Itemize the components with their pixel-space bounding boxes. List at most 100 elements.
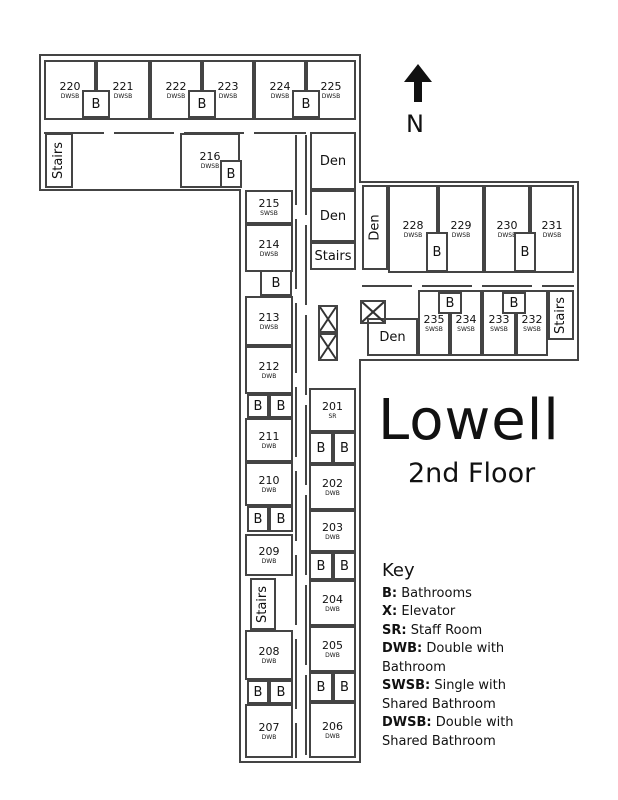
north-indicator: N: [398, 62, 438, 142]
room-number: 225: [320, 79, 342, 93]
room-number: 224: [269, 79, 291, 93]
room-type: DWSB: [113, 92, 133, 100]
room-type: DWB: [325, 651, 340, 659]
room-type: DWSB: [200, 163, 220, 170]
bathroom: B: [333, 552, 356, 580]
room-type: DWB: [261, 733, 277, 741]
room-type: SWSB: [490, 325, 508, 333]
bathroom-label: B: [253, 398, 263, 414]
stairs: Stairs: [45, 133, 73, 188]
room-type: SWSB: [523, 325, 541, 333]
elevator-icon: [360, 300, 386, 324]
legend-entry: SWSB: Single with Shared Bathroom: [382, 677, 532, 714]
bathroom: B: [269, 506, 293, 532]
room-number: 209: [258, 544, 280, 558]
legend-entry: DWB: Double with Bathroom: [382, 640, 532, 677]
room-number: 214: [258, 237, 280, 251]
bathroom-label: B: [316, 679, 326, 695]
room-type: DWB: [261, 557, 277, 565]
bathroom-label: B: [226, 166, 236, 182]
room-number: 231: [541, 218, 563, 232]
room-number: 232: [521, 312, 543, 326]
den-label: Den: [319, 208, 347, 224]
room-number: 207: [258, 720, 280, 734]
room-type: SR: [328, 412, 337, 420]
bathroom-label: B: [340, 679, 349, 695]
den: Den: [362, 185, 388, 270]
stairs: Stairs: [250, 578, 276, 630]
bathroom: B: [292, 90, 320, 118]
den: Den: [310, 190, 356, 242]
room-type: DWB: [261, 372, 277, 380]
elevator-icon: [318, 305, 338, 333]
room-number: 223: [217, 79, 239, 93]
bathroom: B: [269, 394, 293, 418]
room-type: DWSB: [321, 92, 341, 100]
bathroom: B: [82, 90, 110, 118]
bathroom-label: B: [276, 511, 286, 527]
bathroom: B: [247, 394, 269, 418]
bathroom: B: [333, 672, 356, 702]
legend-text: Elevator: [401, 604, 456, 619]
bathroom: B: [309, 432, 333, 464]
room-type: DWB: [325, 732, 340, 740]
stairs-label: Stairs: [553, 296, 569, 334]
legend-text: Staff Room: [410, 622, 483, 638]
bathroom-label: B: [340, 558, 349, 574]
bathroom-label: B: [520, 244, 530, 260]
bathroom-label: B: [253, 511, 263, 527]
room-number: 206: [322, 719, 343, 733]
den-label: Den: [367, 214, 383, 241]
legend-code: SR:: [382, 622, 407, 638]
room-type: SWSB: [457, 325, 475, 333]
bathroom-label: B: [301, 96, 311, 112]
room-number: 203: [322, 520, 343, 534]
bathroom-label: B: [509, 295, 519, 311]
legend-heading: Key: [382, 560, 415, 581]
floor-subtitle: 2nd Floor: [408, 458, 536, 489]
bathroom: B: [514, 232, 536, 272]
bathroom: B: [247, 680, 269, 704]
building-title: Lowell: [378, 388, 560, 453]
room-type: SWSB: [260, 209, 278, 217]
legend-entry: SR: Staff Room: [382, 622, 532, 641]
room-type: DWB: [325, 533, 340, 541]
bathroom-label: B: [316, 558, 326, 574]
bathroom-label: B: [271, 275, 281, 291]
room-type: DWSB: [259, 323, 279, 331]
den: Den: [367, 318, 418, 356]
bathroom: B: [333, 432, 356, 464]
legend-code: X:: [382, 604, 398, 619]
bathroom: B: [309, 552, 333, 580]
room-number: 230: [496, 218, 518, 232]
elevator-icon: [318, 333, 338, 361]
legend-code: DWSB:: [382, 715, 432, 730]
room-type: SWSB: [425, 325, 443, 333]
legend-code: B:: [382, 585, 398, 601]
north-arrow-icon: [404, 64, 432, 102]
room-number: 229: [450, 218, 472, 232]
legend-text: Double with Shared Bathroom: [382, 715, 514, 749]
north-label: N: [406, 110, 424, 138]
